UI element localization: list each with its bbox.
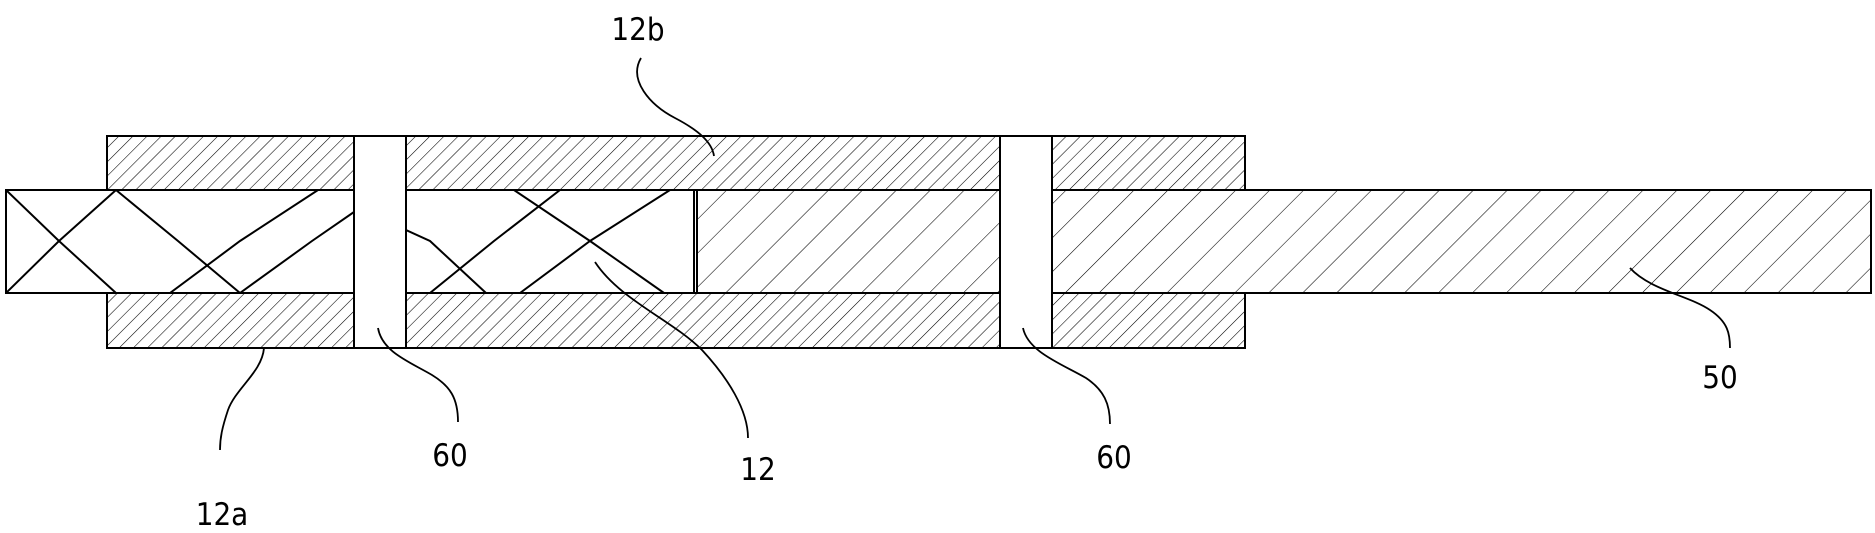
top-layer-12b: [106, 135, 1246, 191]
label-60-right: 60: [1096, 440, 1131, 476]
leader-60-right: [1022, 327, 1111, 425]
label-12: 12: [740, 452, 775, 488]
label-12b: 12b: [611, 12, 664, 48]
leader-12b: [636, 57, 715, 157]
leader-12a: [219, 347, 265, 451]
leader-12: [594, 261, 749, 439]
plug-60-right: [999, 135, 1053, 349]
core-strip-12: [5, 189, 695, 294]
leader-50: [1629, 267, 1731, 349]
label-60-left: 60: [432, 438, 467, 474]
bottom-layer-12a: [106, 292, 1246, 349]
label-50: 50: [1702, 360, 1737, 396]
tab-50: [693, 189, 1872, 294]
plug-60-left: [353, 135, 407, 349]
label-12a: 12a: [196, 497, 249, 533]
leader-60-left: [377, 327, 459, 423]
